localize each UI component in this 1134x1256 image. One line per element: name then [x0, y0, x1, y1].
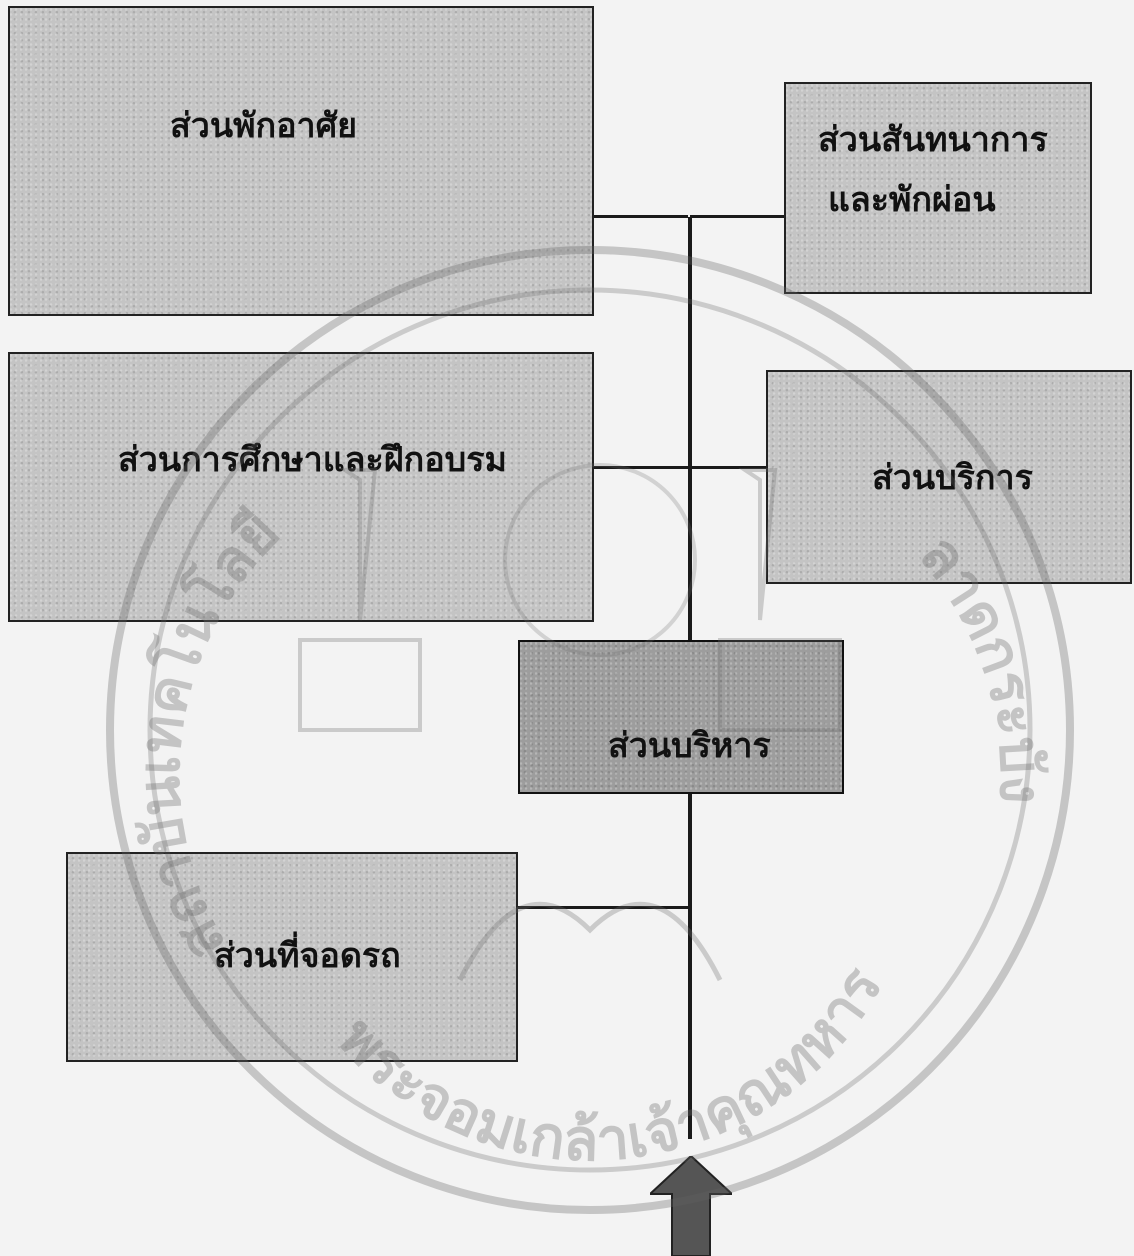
residential-zone-box: ส่วนพักอาศัย: [8, 6, 594, 316]
connector-service: [690, 466, 768, 469]
parking-zone-box: ส่วนที่จอดรถ: [66, 852, 518, 1062]
connector-parking: [518, 906, 690, 909]
residential-zone-label: ส่วนพักอาศัย: [170, 106, 358, 146]
connector-lounge: [690, 215, 786, 218]
administration-zone-box: ส่วนบริหาร: [518, 640, 844, 794]
education-zone-box: ส่วนการศึกษาและฝึกอบรม: [8, 352, 594, 622]
connector-residential: [594, 215, 688, 218]
service-zone-box: ส่วนบริการ: [766, 370, 1132, 584]
administration-zone-label: ส่วนบริหาร: [608, 726, 771, 766]
service-zone-label: ส่วนบริการ: [872, 458, 1033, 498]
connector-education: [594, 466, 688, 469]
recreation-zone-box: ส่วนสันทนาการ และพักผ่อน: [784, 82, 1092, 294]
entry-arrow-icon: [650, 1156, 732, 1256]
education-zone-label: ส่วนการศึกษาและฝึกอบรม: [118, 440, 507, 480]
parking-zone-label: ส่วนที่จอดรถ: [214, 936, 401, 976]
recreation-zone-label-line2: และพักผ่อน: [828, 180, 996, 220]
recreation-zone-label-line1: ส่วนสันทนาการ: [818, 120, 1048, 160]
